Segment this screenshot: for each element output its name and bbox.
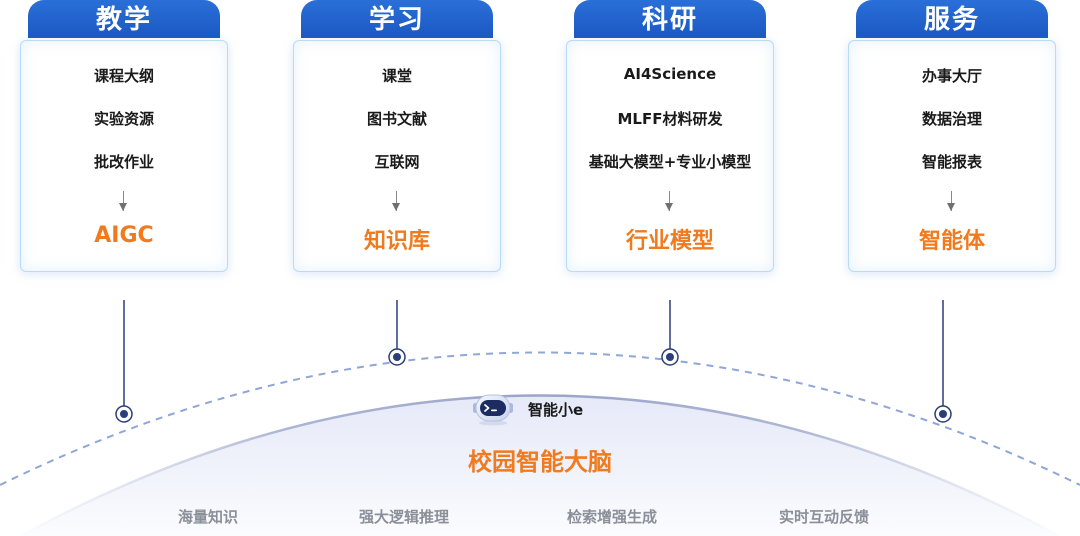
card-item: 基础大模型+专业小模型 bbox=[588, 153, 752, 171]
feature-label: 海量知识 bbox=[178, 508, 239, 526]
connector-dot-2 bbox=[388, 348, 406, 366]
feature-label: 实时互动反馈 bbox=[779, 508, 870, 526]
feature-label: 检索增强生成 bbox=[567, 508, 658, 526]
feature-label: 强大逻辑推理 bbox=[359, 508, 450, 526]
connector-dot-3 bbox=[661, 348, 679, 366]
robot-icon bbox=[473, 394, 513, 426]
card-result: 知识库 bbox=[363, 229, 430, 254]
card-item: 批改作业 bbox=[93, 153, 154, 171]
card-item: 课程大纲 bbox=[93, 67, 154, 85]
assistant-name: 智能小e bbox=[528, 401, 584, 419]
dashed-orbit-arc bbox=[0, 351, 1080, 486]
card-item: 实验资源 bbox=[93, 110, 154, 128]
connector-dot-4 bbox=[934, 405, 952, 423]
card-item: AI4Science bbox=[623, 65, 717, 83]
card-result: AIGC bbox=[94, 223, 154, 248]
card-item: 智能报表 bbox=[921, 153, 982, 171]
card-item: 互联网 bbox=[374, 153, 420, 171]
card-item: 图书文献 bbox=[366, 110, 427, 128]
down-arrow-icon bbox=[665, 191, 673, 211]
down-arrow-icon bbox=[392, 191, 400, 211]
card-teaching: 课程大纲 实验资源 批改作业 AIGC bbox=[20, 40, 228, 272]
card-item: 课堂 bbox=[381, 67, 412, 85]
tab-teaching: 教学 bbox=[28, 0, 220, 38]
connector-dot-1 bbox=[115, 405, 133, 423]
down-arrow-icon bbox=[119, 191, 127, 211]
tab-service: 服务 bbox=[856, 0, 1048, 38]
dome-edge bbox=[19, 394, 1061, 536]
down-arrow-icon bbox=[947, 191, 955, 211]
card-learning: 课堂 图书文献 互联网 知识库 bbox=[293, 40, 501, 272]
card-result: 智能体 bbox=[918, 229, 985, 254]
card-service: 办事大厅 数据治理 智能报表 智能体 bbox=[848, 40, 1056, 272]
card-item: 办事大厅 bbox=[921, 67, 982, 85]
tab-learning: 学习 bbox=[301, 0, 493, 38]
tab-research: 科研 bbox=[574, 0, 766, 38]
brain-title: 校园智能大脑 bbox=[468, 448, 612, 476]
card-result: 行业模型 bbox=[625, 229, 714, 254]
card-research: AI4Science MLFF材料研发 基础大模型+专业小模型 行业模型 bbox=[566, 40, 774, 272]
card-item: 数据治理 bbox=[921, 110, 982, 128]
card-item: MLFF材料研发 bbox=[617, 110, 723, 128]
